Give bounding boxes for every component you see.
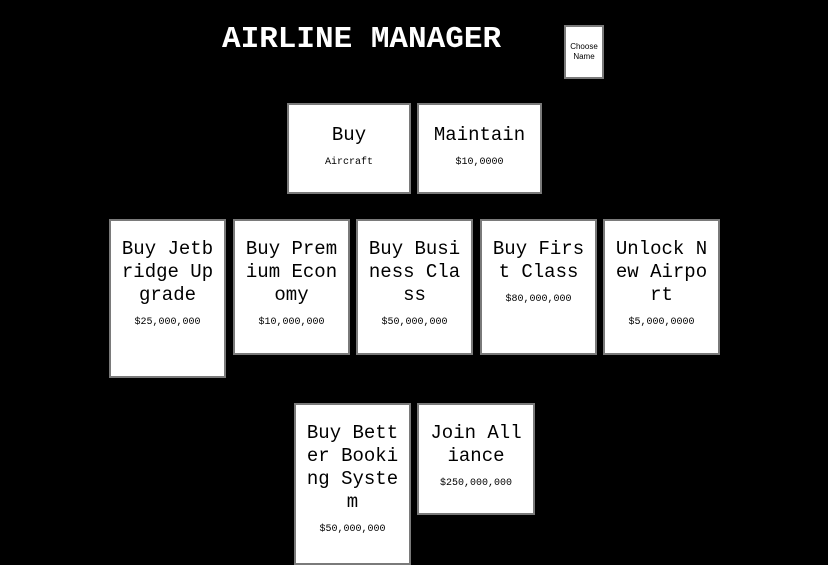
buy-premium-economy-button[interactable]: Buy Premium Economy $10,000,000 [233, 219, 350, 355]
choose-name-button[interactable]: Choose Name [564, 25, 604, 79]
buy-aircraft-subtitle: Aircraft [324, 157, 373, 168]
maintain-price: $10,0000 [455, 157, 504, 168]
buy-first-class-button[interactable]: Buy First Class $80,000,000 [480, 219, 597, 355]
buy-business-class-label: Buy Business Class [368, 238, 461, 306]
buy-business-class-price: $50,000,000 [381, 317, 448, 328]
maintain-label: Maintain [433, 124, 526, 146]
buy-jetbridge-upgrade-label: Buy Jetbridge Upgrade [121, 238, 214, 306]
join-alliance-button[interactable]: Join Alliance $250,000,000 [417, 403, 535, 515]
buy-aircraft-button[interactable]: Buy Aircraft [287, 103, 411, 194]
buy-better-booking-system-label: Buy Better Booking System [306, 422, 399, 513]
unlock-new-airport-label: Unlock New Airport [615, 238, 708, 306]
buy-first-class-label: Buy First Class [492, 238, 585, 283]
buy-jetbridge-upgrade-button[interactable]: Buy Jetbridge Upgrade $25,000,000 [109, 219, 226, 378]
buy-better-booking-system-button[interactable]: Buy Better Booking System $50,000,000 [294, 403, 411, 565]
maintain-button[interactable]: Maintain $10,0000 [417, 103, 542, 194]
buy-aircraft-label: Buy [331, 124, 367, 146]
buy-jetbridge-upgrade-price: $25,000,000 [134, 317, 201, 328]
join-alliance-label: Join Alliance [430, 422, 522, 467]
buy-premium-economy-label: Buy Premium Economy [245, 238, 338, 306]
game-title: AIRLINE MANAGER [222, 22, 502, 57]
buy-first-class-price: $80,000,000 [505, 294, 572, 305]
join-alliance-price: $250,000,000 [439, 478, 512, 489]
buy-business-class-button[interactable]: Buy Business Class $50,000,000 [356, 219, 473, 355]
buy-premium-economy-price: $10,000,000 [258, 317, 325, 328]
unlock-new-airport-button[interactable]: Unlock New Airport $5,000,0000 [603, 219, 720, 355]
unlock-new-airport-price: $5,000,0000 [628, 317, 695, 328]
buy-better-booking-system-price: $50,000,000 [319, 524, 386, 535]
